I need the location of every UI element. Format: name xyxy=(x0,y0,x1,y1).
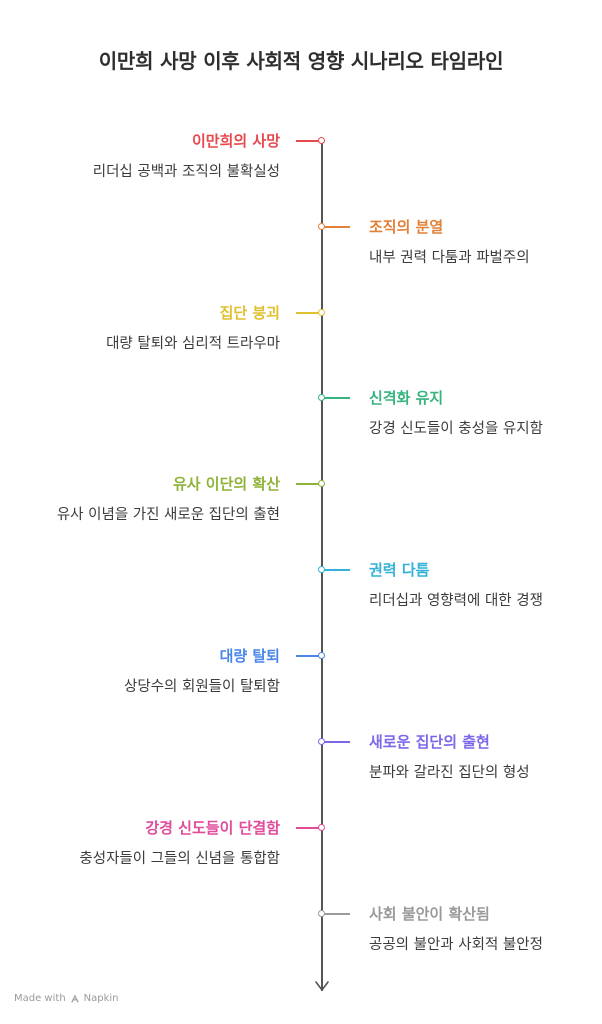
event-title: 사회 불안이 확산됨 xyxy=(369,905,490,923)
event-connector xyxy=(324,913,350,915)
event-title: 대량 탈퇴 xyxy=(219,647,280,665)
event-marker xyxy=(318,309,325,316)
event-connector xyxy=(296,483,322,485)
event-marker xyxy=(318,910,325,917)
event-description: 리더십 공백과 조직의 불확실성 xyxy=(92,164,280,180)
event-connector xyxy=(324,226,350,228)
event-marker xyxy=(318,652,325,659)
event-title: 강경 신도들이 단결함 xyxy=(145,819,280,837)
event-title: 유사 이단의 확산 xyxy=(172,475,280,493)
event-title: 권력 다툼 xyxy=(369,561,430,579)
timeline-event: 강경 신도들이 단결함 충성자들이 그들의 신념을 통합함 xyxy=(0,819,602,897)
event-description: 공공의 불안과 사회적 불안정 xyxy=(369,937,543,953)
event-description: 유사 이념을 가진 새로운 집단의 출현 xyxy=(56,507,280,523)
event-description: 리더십과 영향력에 대한 경쟁 xyxy=(369,593,543,609)
event-connector xyxy=(296,312,322,314)
event-title: 새로운 집단의 출현 xyxy=(369,733,490,751)
timeline-axis xyxy=(321,139,323,991)
event-description: 강경 신도들이 충성을 유지함 xyxy=(369,421,543,437)
timeline-event: 사회 불안이 확산됨 공공의 불안과 사회적 불안정 xyxy=(0,905,602,983)
event-connector xyxy=(296,140,322,142)
event-description: 대량 탈퇴와 심리적 트라우마 xyxy=(106,336,280,352)
event-description: 충성자들이 그들의 신념을 통합함 xyxy=(79,851,280,867)
made-with-label: Made with xyxy=(14,993,66,1004)
event-connector xyxy=(324,741,350,743)
timeline-event: 권력 다툼 리더십과 영향력에 대한 경쟁 xyxy=(0,561,602,639)
timeline-event: 집단 붕괴 대량 탈퇴와 심리적 트라우마 xyxy=(0,304,602,382)
event-connector xyxy=(296,655,322,657)
event-marker xyxy=(318,480,325,487)
event-connector xyxy=(296,827,322,829)
event-description: 내부 권력 다툼과 파벌주의 xyxy=(369,250,530,266)
event-connector xyxy=(324,397,350,399)
timeline-event: 새로운 집단의 출현 분파와 갈라진 집단의 형성 xyxy=(0,733,602,811)
event-title: 신격화 유지 xyxy=(369,389,444,407)
made-with-napkin-footer[interactable]: Made with Napkin xyxy=(14,993,119,1004)
napkin-logo-icon xyxy=(71,994,79,1003)
event-title: 집단 붕괴 xyxy=(219,304,280,322)
event-marker xyxy=(318,566,325,573)
event-marker xyxy=(318,137,325,144)
timeline-event: 이만희의 사망 리더십 공백과 조직의 불확실성 xyxy=(0,132,602,210)
timeline-event: 대량 탈퇴 상당수의 회원들이 탈퇴함 xyxy=(0,647,602,725)
event-marker xyxy=(318,824,325,831)
timeline-event: 조직의 분열 내부 권력 다툼과 파벌주의 xyxy=(0,218,602,296)
event-description: 분파와 갈라진 집단의 형성 xyxy=(369,765,530,781)
timeline-event: 유사 이단의 확산 유사 이념을 가진 새로운 집단의 출현 xyxy=(0,475,602,553)
event-marker xyxy=(318,394,325,401)
diagram-title: 이만희 사망 이후 사회적 영향 시나리오 타임라인 xyxy=(98,49,504,73)
napkin-brand-label: Napkin xyxy=(83,993,119,1004)
event-title: 조직의 분열 xyxy=(369,218,444,236)
event-description: 상당수의 회원들이 탈퇴함 xyxy=(124,679,280,695)
event-title: 이만희의 사망 xyxy=(191,132,280,150)
timeline-arrow-icon xyxy=(315,981,329,991)
event-connector xyxy=(324,569,350,571)
event-marker xyxy=(318,738,325,745)
timeline-event: 신격화 유지 강경 신도들이 충성을 유지함 xyxy=(0,389,602,467)
event-marker xyxy=(318,223,325,230)
